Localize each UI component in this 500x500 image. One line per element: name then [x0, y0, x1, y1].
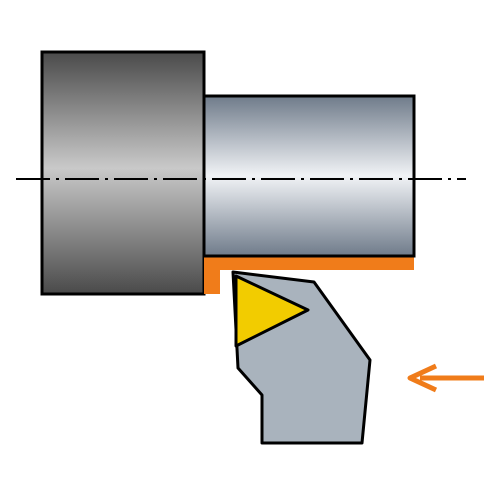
feed-arrow-icon	[407, 363, 484, 393]
chuck-cylinder	[40, 50, 206, 296]
feed-arrow-head	[407, 363, 438, 393]
workpiece-cylinder	[202, 94, 416, 258]
machined-layer	[204, 256, 414, 294]
cutting-insert	[234, 274, 310, 348]
